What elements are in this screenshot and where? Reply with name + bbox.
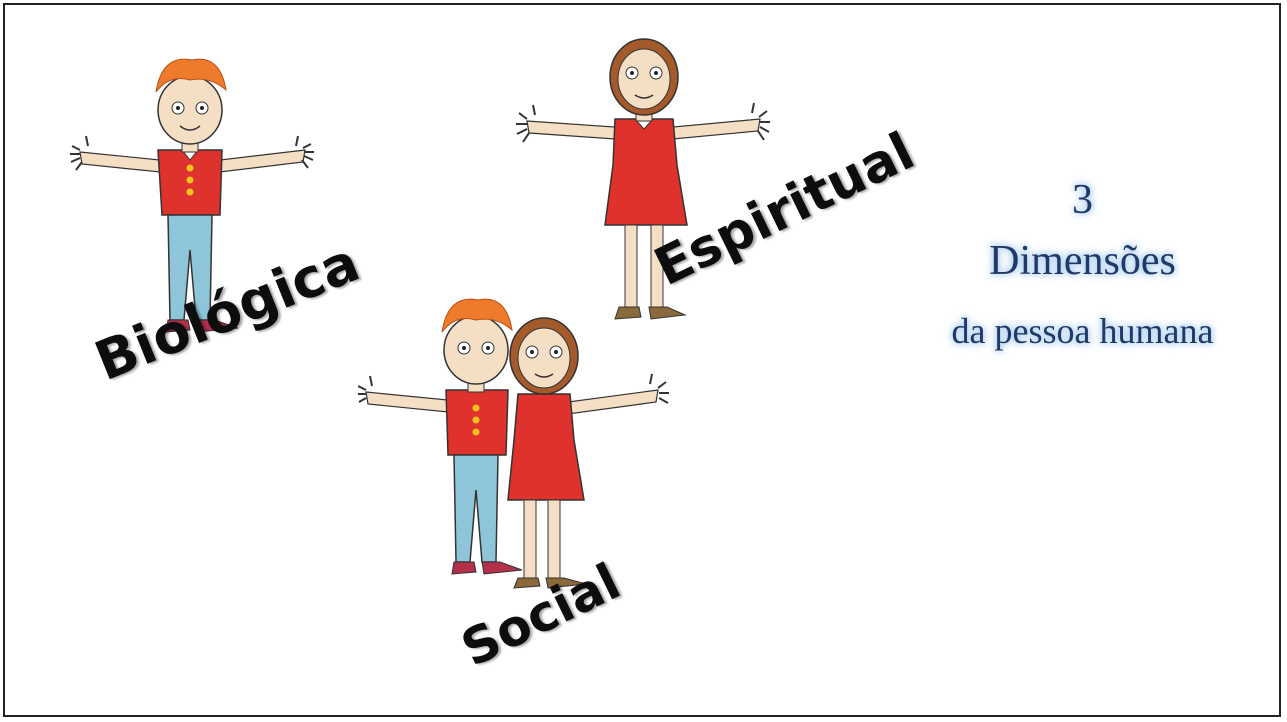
- boy-illustration-icon: [70, 58, 314, 333]
- girl-illustration-icon: [516, 38, 770, 320]
- title-number: 3: [1072, 177, 1093, 223]
- title-main: Dimensões: [989, 238, 1176, 284]
- title-block: 3 Dimensões da pessoa humana: [900, 175, 1265, 355]
- pair-illustration-icon: [358, 298, 669, 589]
- title-subtitle: da pessoa humana: [951, 311, 1214, 351]
